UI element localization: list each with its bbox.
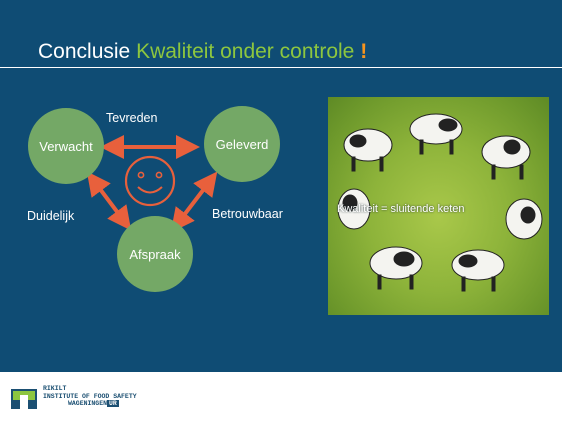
title-exclamation: ! [360,40,368,63]
institute-line1: RIKILT [43,385,67,392]
cow-3 [481,135,531,180]
quality-diagram: Verwacht Geleverd Afspraak Tevreden Duid… [27,106,283,292]
arrow-verwacht-afspraak [86,171,132,231]
cows-illustration [337,113,543,292]
label-tevreden: Tevreden [106,111,157,125]
cow-2 [409,113,463,155]
title-accent: Kwaliteit onder controle [136,40,361,63]
cows-in-circle-photo: Kwaliteit = sluitende keten [328,97,549,315]
node-geleverd-label: Geleverd [216,137,269,152]
smiley-icon [124,155,176,207]
cow-4 [505,198,543,240]
node-verwacht-label: Verwacht [39,139,93,154]
node-verwacht: Verwacht [28,108,104,184]
title-main: Conclusie [38,40,137,63]
slide-panel: Conclusie Kwaliteit onder controle ! Ver… [0,0,562,372]
label-betrouwbaar: Betrouwbaar [212,207,283,221]
institute-line3-text: WAGENINGEN [68,400,108,407]
institute-line2: INSTITUTE OF FOOD SAFETY [43,392,137,400]
arrow-geleverd-afspraak [170,171,218,233]
photo-caption: Kwaliteit = sluitende keten [337,203,465,215]
institute-name: RIKILT INSTITUTE OF FOOD SAFETY WAGENING… [43,385,137,408]
slide-title: Conclusie Kwaliteit onder controle ! [38,40,367,64]
cow-1 [343,128,393,172]
ur-badge: UR [107,400,119,407]
node-afspraak-label: Afspraak [129,247,181,262]
node-afspraak: Afspraak [117,216,193,292]
label-duidelijk: Duidelijk [27,209,75,223]
node-geleverd: Geleverd [204,106,280,182]
cow-6 [369,246,423,290]
rikilt-logo-icon [11,389,37,409]
footer: RIKILT INSTITUTE OF FOOD SAFETY WAGENING… [0,372,562,426]
cow-5 [451,249,505,292]
title-underline [0,67,562,68]
cow-7 [337,188,371,230]
